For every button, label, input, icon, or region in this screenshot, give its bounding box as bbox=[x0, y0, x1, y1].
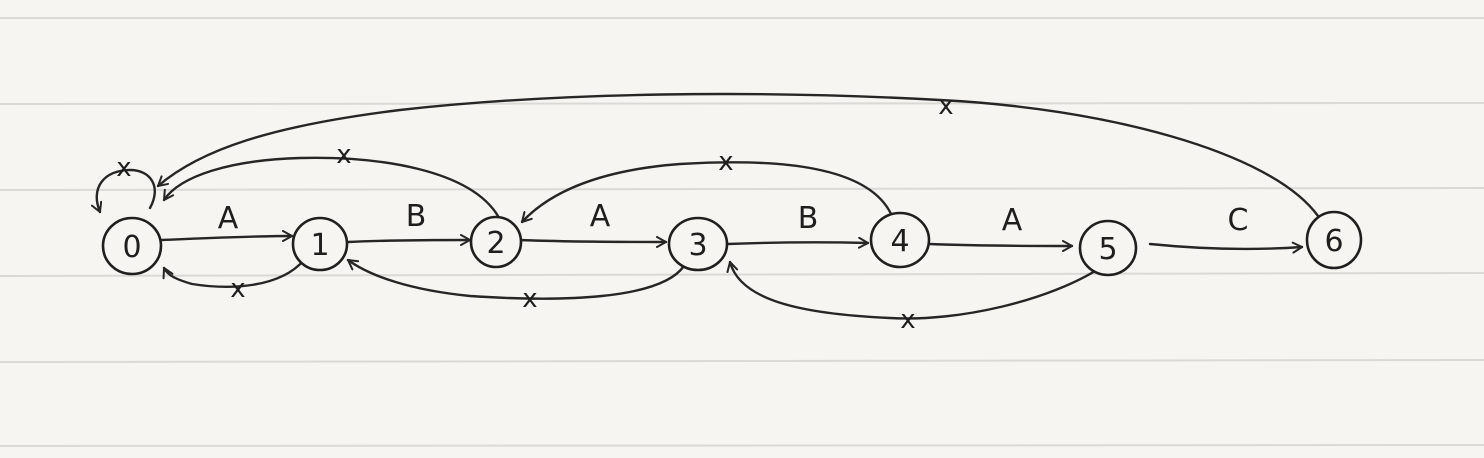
ruled-line bbox=[0, 272, 1484, 277]
node-2-circle bbox=[469, 215, 523, 269]
ruled-line bbox=[0, 187, 1484, 191]
node-3-label: 3 bbox=[688, 228, 707, 263]
ruled-line bbox=[0, 444, 1484, 447]
edge-5-to-6-label: C bbox=[1228, 203, 1249, 238]
node-4-circle bbox=[869, 211, 931, 269]
node-5-circle bbox=[1078, 219, 1138, 277]
edge-4-to-5-label: A bbox=[1002, 203, 1023, 238]
forward-edges bbox=[160, 230, 1304, 254]
edge-1-to-2 bbox=[346, 234, 472, 247]
node-3: 3 bbox=[667, 216, 729, 272]
node-5-label: 5 bbox=[1098, 232, 1117, 267]
edge-2-to-3 bbox=[518, 235, 668, 248]
edge-1-to-0-label: x bbox=[230, 274, 245, 304]
edge-1-to-0 bbox=[162, 258, 306, 288]
edge-2-to-0-label: x bbox=[336, 140, 351, 170]
node-1: 1 bbox=[291, 216, 349, 272]
edge-0-to-1 bbox=[160, 230, 294, 243]
edge-0-to-1-label: A bbox=[218, 201, 239, 236]
ruled-line bbox=[0, 102, 1484, 105]
edge-6-to-0-label: x bbox=[938, 91, 953, 121]
edge-2-to-3-label: A bbox=[590, 199, 611, 234]
ruled-lines bbox=[0, 17, 1484, 447]
edge-5-to-6 bbox=[1148, 241, 1304, 254]
back-edges bbox=[90, 92, 1320, 320]
node-1-label: 1 bbox=[310, 228, 329, 263]
edge-3-to-1-label: x bbox=[522, 284, 537, 314]
node-6-circle bbox=[1305, 210, 1363, 270]
edge-3-to-4 bbox=[726, 236, 870, 249]
node-0: 0 bbox=[101, 216, 163, 276]
node-2-label: 2 bbox=[486, 226, 505, 261]
back-edge-labels: x x x x x x x bbox=[116, 91, 953, 335]
node-6: 6 bbox=[1305, 210, 1363, 270]
node-0-circle bbox=[101, 216, 163, 276]
ruled-line bbox=[0, 359, 1484, 363]
node-1-circle bbox=[291, 216, 349, 272]
edge-2-to-0 bbox=[162, 156, 500, 218]
edge-4-to-2-label: x bbox=[718, 147, 733, 177]
edge-4-to-2 bbox=[520, 161, 894, 224]
node-4: 4 bbox=[869, 211, 931, 269]
node-0-label: 0 bbox=[122, 230, 141, 265]
edge-0-self-loop-label: x bbox=[116, 153, 131, 183]
edge-1-to-2-label: B bbox=[406, 199, 427, 234]
edge-6-to-0 bbox=[156, 92, 1320, 218]
edge-0-self-loop bbox=[90, 168, 156, 214]
edge-3-to-4-label: B bbox=[798, 201, 819, 236]
node-2: 2 bbox=[469, 215, 523, 269]
node-6-label: 6 bbox=[1324, 224, 1343, 259]
node-5: 5 bbox=[1078, 219, 1138, 277]
edge-3-to-1 bbox=[346, 258, 686, 300]
edge-5-to-3 bbox=[726, 260, 1102, 320]
forward-edge-labels: A B A B A C bbox=[218, 199, 1249, 238]
edge-5-to-3-label: x bbox=[900, 305, 915, 335]
node-3-circle bbox=[667, 216, 729, 272]
node-4-label: 4 bbox=[890, 224, 909, 259]
edge-4-to-5 bbox=[928, 239, 1074, 252]
